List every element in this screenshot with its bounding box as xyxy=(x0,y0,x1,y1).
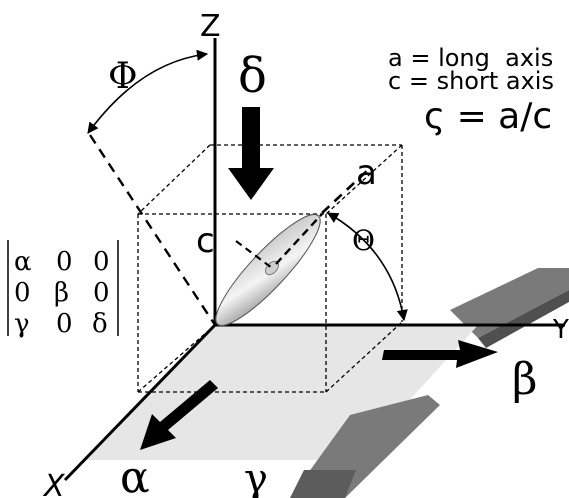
x-axis-label: X xyxy=(42,469,66,498)
z-axis-label: Z xyxy=(200,9,221,44)
phi-arc xyxy=(87,49,209,134)
long-axis-line xyxy=(321,167,371,214)
beta-label: β xyxy=(512,354,537,405)
short-axis-label: c xyxy=(196,221,215,261)
matrix-cell: 0 xyxy=(56,309,73,339)
long-axis-label: a xyxy=(356,153,377,193)
legend: a = long axis c = short axis ς = a/c xyxy=(388,44,554,137)
phi-reference-line xyxy=(88,134,217,326)
x-axis xyxy=(63,323,217,482)
delta-arrow xyxy=(228,107,274,200)
matrix-cell: 0 xyxy=(93,278,110,308)
matrix-cell: δ xyxy=(92,309,108,339)
matrix-cell: 0 xyxy=(93,247,110,277)
alpha-label: α xyxy=(120,452,150,498)
theta-arc xyxy=(327,212,408,322)
short-axis-line xyxy=(235,240,273,269)
strain-ellipsoid xyxy=(215,213,323,326)
strain-matrix: α 0 0 0 β 0 γ 0 δ xyxy=(14,247,110,339)
matrix-cell: γ xyxy=(14,309,30,339)
phi-label: Φ xyxy=(108,56,138,97)
upper-shear-band xyxy=(450,268,569,348)
alpha-arrow xyxy=(140,380,218,450)
matrix-cell: β xyxy=(54,278,69,308)
legend-line-2: c = short axis xyxy=(388,67,554,95)
gamma-label: γ xyxy=(244,456,268,498)
lower-shear-band xyxy=(290,395,440,498)
matrix-cell: 0 xyxy=(14,278,31,308)
legend-line-3: ς = a/c xyxy=(424,96,552,137)
y-axis-label: Y xyxy=(552,315,569,345)
theta-label: Θ xyxy=(352,224,375,257)
delta-label: δ xyxy=(238,48,267,104)
matrix-cell: 0 xyxy=(56,247,73,277)
beta-arrow xyxy=(382,340,498,368)
matrix-cell: α xyxy=(14,247,32,277)
legend-line-1: a = long axis xyxy=(388,44,553,72)
